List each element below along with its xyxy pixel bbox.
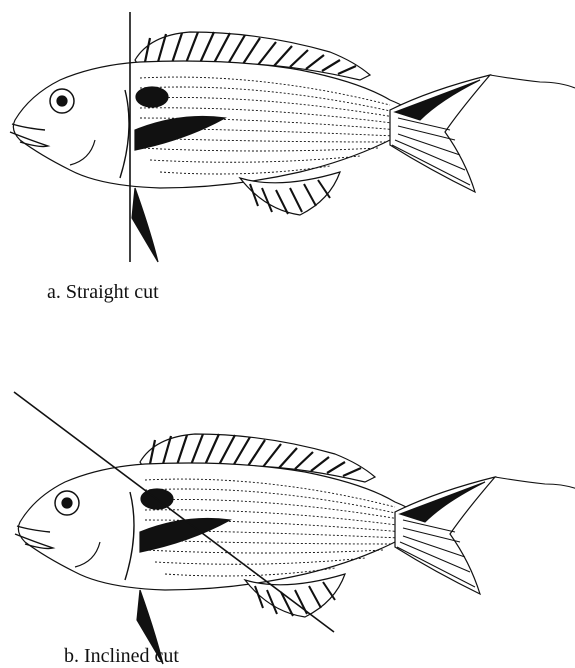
- pelvic-fin: [132, 188, 158, 262]
- shoulder-spot: [136, 87, 168, 107]
- fish-illustration-inclined: [0, 334, 575, 668]
- fish-drawing: [10, 32, 575, 262]
- fish-drawing: [15, 434, 575, 664]
- caption-straight-cut: a. Straight cut: [47, 281, 159, 304]
- caudal-fin: [395, 477, 495, 594]
- figure-panel-inclined-cut: b. Inclined cut: [0, 334, 575, 668]
- tail-filament: [490, 75, 575, 88]
- figure-panel-straight-cut: a. Straight cut: [0, 0, 575, 334]
- tail-filament: [495, 477, 575, 490]
- caudal-fin: [390, 75, 490, 192]
- caption-inclined-cut: b. Inclined cut: [64, 645, 179, 668]
